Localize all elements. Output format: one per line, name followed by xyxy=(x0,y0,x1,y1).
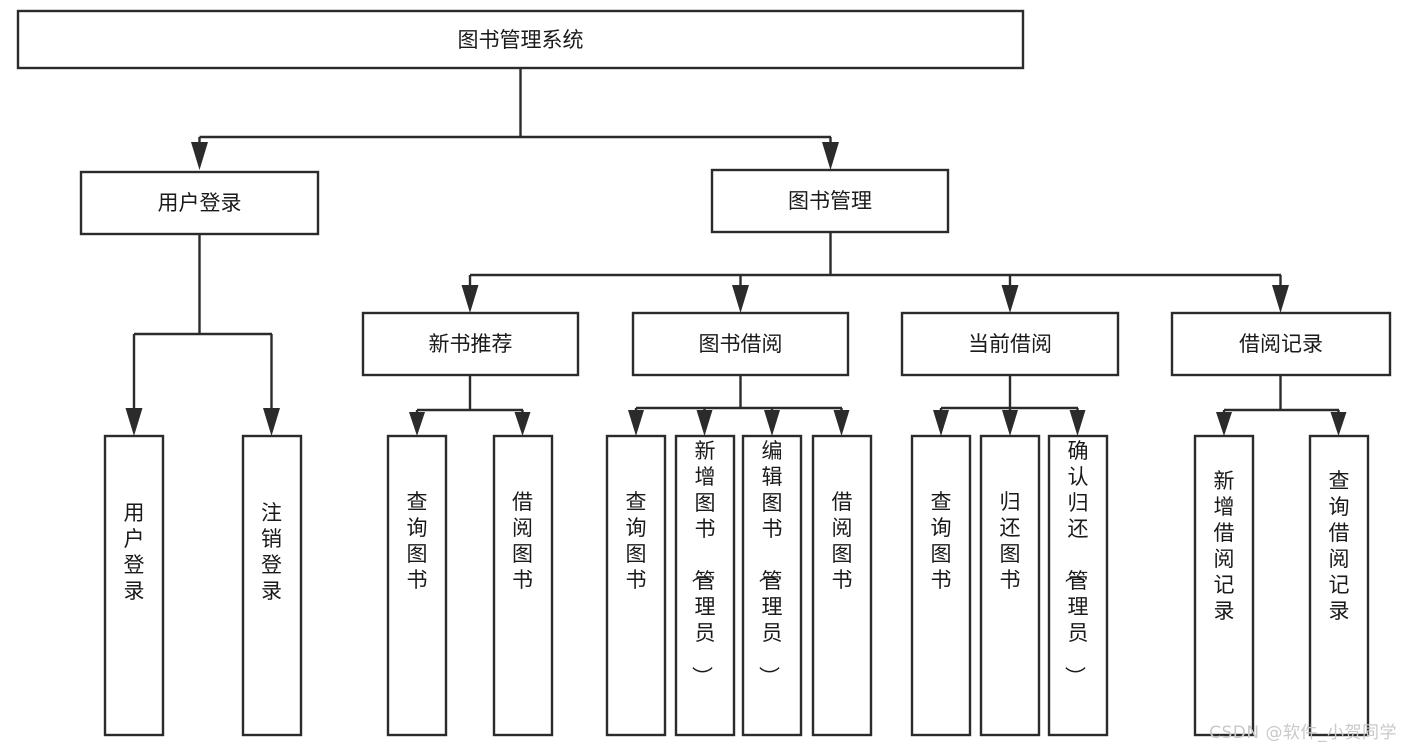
arrow-head-nbr-leaf2 xyxy=(514,412,531,436)
leaf-label: 用户登录 xyxy=(124,501,145,603)
arrow-head-book-manage xyxy=(822,142,839,170)
leaf-node-br-add-record[interactable]: 新增借阅记录 xyxy=(1193,434,1255,737)
leaf-label: 注销登录 xyxy=(261,501,282,603)
leaf-label: 新增图书（管理员） xyxy=(690,439,716,687)
leaf-box[interactable] xyxy=(674,434,736,737)
arrow-head-user-login xyxy=(191,142,208,170)
leaf-label: 确认归还（管理员） xyxy=(1063,439,1089,687)
node-book-manage-box[interactable] xyxy=(710,168,950,234)
arrow-head-br-leaf2 xyxy=(1330,412,1347,436)
arrow-head-cb-leaf2 xyxy=(1002,410,1018,436)
node-user-login-box[interactable] xyxy=(79,170,320,236)
leaf-box[interactable] xyxy=(1047,434,1109,737)
node-root-system[interactable]: 图书管理系统 xyxy=(16,9,1025,70)
node-new-book-recommend-box[interactable] xyxy=(361,311,580,377)
leaf-label: 借阅图书 xyxy=(512,490,533,592)
connector-borrow-record-to-leaves xyxy=(1216,375,1347,436)
arrow-head-cb-leaf3 xyxy=(1069,410,1086,436)
leaf-node-user-login-login[interactable]: 用户登录 xyxy=(103,434,165,737)
node-new-book-recommend-label: 新书推荐 xyxy=(429,332,513,356)
connector-root-to-level2 xyxy=(191,68,839,170)
connector-current-borrow-to-leaves xyxy=(933,375,1086,436)
leaf-node-nbr-query-book[interactable]: 查询图书 xyxy=(386,434,448,737)
leaf-label: 归还图书 xyxy=(1000,490,1021,592)
connector-new-book-recommend-to-leaves xyxy=(409,375,531,436)
leaf-label: 查询图书 xyxy=(931,490,952,592)
leaf-label: 新增借阅记录 xyxy=(1214,469,1235,623)
leaf-label: 借阅图书 xyxy=(832,490,853,592)
arrow-head-nbr-leaf1 xyxy=(409,412,425,436)
node-new-book-recommend[interactable]: 新书推荐 xyxy=(361,311,580,377)
leaf-node-bb-query-book[interactable]: 查询图书 xyxy=(605,434,667,737)
leaf-label: 编辑图书（管理员） xyxy=(757,439,783,687)
leaf-node-user-login-logout[interactable]: 注销登录 xyxy=(241,434,303,737)
leaf-box[interactable] xyxy=(1193,434,1255,737)
leaf-label: 查询借阅记录 xyxy=(1329,469,1350,623)
node-borrow-record-box[interactable] xyxy=(1170,311,1392,377)
node-current-borrow-box[interactable] xyxy=(900,311,1120,377)
arrow-head-leaf-user-login xyxy=(125,408,143,436)
leaf-box[interactable] xyxy=(492,434,554,737)
arrow-head-bb-leaf4 xyxy=(833,410,850,436)
node-user-login-label: 用户登录 xyxy=(158,191,242,215)
leaf-node-cb-confirm-return-admin[interactable]: 确认归还（管理员） xyxy=(1047,434,1109,737)
node-borrow-record-label: 借阅记录 xyxy=(1239,332,1323,356)
node-current-borrow[interactable]: 当前借阅 xyxy=(900,311,1120,377)
arrow-head-book-borrow xyxy=(732,285,749,313)
arrow-head-br-leaf1 xyxy=(1216,412,1232,436)
leaf-node-br-query-record[interactable]: 查询借阅记录 xyxy=(1308,434,1370,737)
leaf-box[interactable] xyxy=(1308,434,1370,737)
arrow-head-leaf-logout xyxy=(263,408,280,436)
leaf-box[interactable] xyxy=(386,434,448,737)
leaf-box[interactable] xyxy=(741,434,803,737)
leaf-label: 查询图书 xyxy=(407,490,428,592)
leaf-box[interactable] xyxy=(910,434,972,737)
leaf-node-nbr-borrow-book[interactable]: 借阅图书 xyxy=(492,434,554,737)
leaf-node-cb-query-book[interactable]: 查询图书 xyxy=(910,434,972,737)
connector-book-manage-to-level3 xyxy=(461,232,1289,313)
node-book-manage-label: 图书管理 xyxy=(788,189,872,213)
leaf-node-bb-borrow-book[interactable]: 借阅图书 xyxy=(811,434,873,737)
arrow-head-bb-leaf2 xyxy=(696,410,713,436)
arrow-head-new-book-recommend xyxy=(461,285,479,313)
arrow-head-bb-leaf1 xyxy=(628,410,644,436)
arrow-head-borrow-record xyxy=(1272,285,1289,313)
node-borrow-record[interactable]: 借阅记录 xyxy=(1170,311,1392,377)
leaf-node-bb-add-book-admin[interactable]: 新增图书（管理员） xyxy=(674,434,736,737)
leaf-box[interactable] xyxy=(103,434,165,737)
node-book-borrow-label: 图书借阅 xyxy=(699,332,783,356)
node-current-borrow-label: 当前借阅 xyxy=(968,332,1052,356)
leaf-node-bb-edit-book-admin[interactable]: 编辑图书（管理员） xyxy=(741,434,803,737)
leaf-box[interactable] xyxy=(605,434,667,737)
node-root-box[interactable] xyxy=(16,9,1025,70)
connector-user-login-to-leaves xyxy=(125,234,280,436)
connector-book-borrow-to-leaves xyxy=(628,375,850,436)
leaf-label: 查询图书 xyxy=(626,490,647,592)
arrow-head-current-borrow xyxy=(1001,285,1019,313)
arrow-head-bb-leaf3 xyxy=(764,410,780,436)
node-book-borrow-box[interactable] xyxy=(631,311,850,377)
arrow-head-cb-leaf1 xyxy=(933,410,949,436)
node-book-borrow[interactable]: 图书借阅 xyxy=(631,311,850,377)
node-user-login[interactable]: 用户登录 xyxy=(79,170,320,236)
node-root-label: 图书管理系统 xyxy=(458,28,584,52)
leaf-box[interactable] xyxy=(811,434,873,737)
leaf-box[interactable] xyxy=(979,434,1041,737)
leaf-node-cb-return-book[interactable]: 归还图书 xyxy=(979,434,1041,737)
node-book-manage[interactable]: 图书管理 xyxy=(710,168,950,234)
leaf-box[interactable] xyxy=(241,434,303,737)
